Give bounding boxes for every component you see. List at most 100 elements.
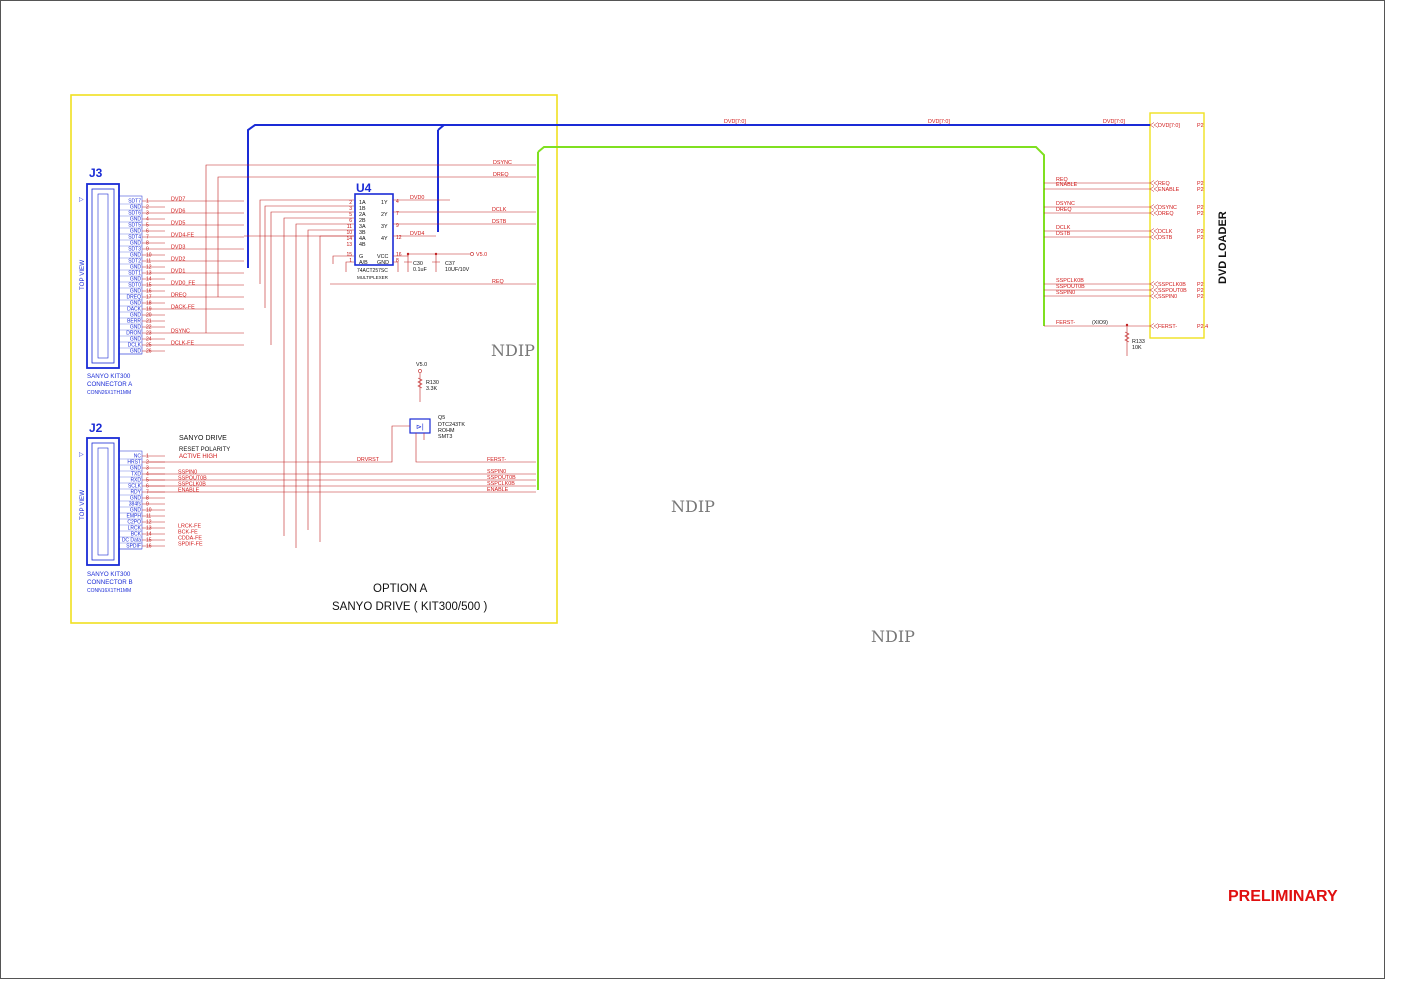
j3-pin-number: 8	[146, 241, 149, 247]
loader-port-page: P2	[1197, 211, 1204, 217]
j3-pin-number: 14	[146, 277, 152, 283]
j3-pin-label: GND	[130, 265, 142, 271]
net-u4-y2: DCLK	[492, 207, 507, 213]
j3-pin-number: 21	[146, 319, 152, 325]
u4-left-pin: 1B	[359, 206, 366, 212]
r133-ref: R133	[1132, 339, 1145, 345]
u4-ctrl-num: 15	[346, 252, 352, 258]
loader-port-label: DSTB	[1158, 235, 1173, 241]
bus-label-1: DVD[7:0]	[724, 119, 746, 125]
j2-pin-label: DC Data	[122, 538, 141, 544]
r130-val: 3.3K	[426, 386, 437, 392]
u4-left-num: 5	[349, 212, 352, 218]
j2-pin-label: RXD	[130, 478, 141, 484]
bus-label-3: DVD[7:0]	[1103, 119, 1125, 125]
q5-ref: Q5	[438, 415, 445, 421]
u4-left-num: 2	[349, 200, 352, 206]
j3-net-label: DVD7	[171, 197, 185, 203]
loader-port-page: P2	[1197, 235, 1204, 241]
u4-right-num: 7	[396, 211, 399, 217]
j3-net-label: DSYNC	[171, 329, 190, 335]
loader-xio: (XIO9)	[1092, 320, 1108, 326]
loader-net-label: DCLK	[1056, 225, 1071, 231]
loader-port-arrow-icon	[1149, 287, 1159, 293]
loader-port-page: P2	[1197, 282, 1204, 288]
j3-pin-label: GND	[130, 349, 142, 355]
loader-net-label: SSPOUT0B	[1056, 284, 1085, 290]
j2-pin-label: EMPH	[127, 514, 142, 520]
j2-ref: J2	[89, 421, 103, 435]
net-req: REQ	[492, 279, 504, 285]
loader-port-label: DVD[7:0]	[1158, 123, 1180, 129]
loader-frame	[1149, 112, 1205, 339]
u4-right-pin: 1Y	[381, 200, 388, 206]
j3-pin-label: GND	[130, 313, 142, 319]
j2-pin-number: 1	[146, 454, 149, 460]
j2-net-label: SSPCLK0B	[178, 482, 206, 488]
loader-port-label: REQ	[1158, 181, 1170, 187]
loader-net-label: SSPCLK0B	[1056, 278, 1084, 284]
j3-net-label: DREQ	[171, 293, 187, 299]
j3-pin-number: 24	[146, 337, 152, 343]
j3-part: CONN26X1TH1MM	[87, 390, 131, 396]
loader-port-arrow-icon	[1149, 210, 1159, 216]
option-a-frame	[70, 94, 558, 624]
net-dsync: DSYNC	[493, 160, 512, 166]
loader-port-arrow-icon	[1149, 180, 1159, 186]
j3-arrow-icon: ▷	[79, 196, 84, 203]
u4-part: 74ACT257SC	[357, 268, 388, 274]
u4-pwr-num: 16	[396, 252, 402, 258]
net-sspclk: SSPCLK0B	[487, 481, 515, 487]
j2-pin-number: 3	[146, 466, 149, 472]
loader-port-arrow-icon	[1149, 204, 1159, 210]
u4-left-num: 6	[349, 218, 352, 224]
q5-symbol-icon: ⊳|	[416, 424, 424, 431]
c37-ref: C37	[445, 261, 455, 267]
j3-pin-number: 9	[146, 247, 149, 253]
j2-pin-number: 15	[146, 538, 152, 544]
c30-val: 0.1uF	[413, 267, 427, 273]
j3-net-label: DVD5	[171, 221, 185, 227]
j3-pin-number: 19	[146, 307, 152, 313]
u4-right-num: 4	[396, 199, 399, 205]
j2-inner	[91, 442, 115, 561]
net-u4-y1: DVD0	[410, 195, 424, 201]
j2-pin-number: 12	[146, 520, 152, 526]
loader-port-arrow-icon	[1149, 186, 1159, 192]
u4-pwr-pin: VCC	[377, 254, 388, 260]
u4-ctrl-pin: A/B	[359, 260, 368, 266]
j2-pin-label: GND	[130, 466, 142, 472]
r130-ref: R130	[426, 380, 439, 386]
net-dreq: DREQ	[493, 172, 509, 178]
loader-port-arrow-icon	[1149, 122, 1159, 128]
j3-net-label: DVD6	[171, 209, 185, 215]
j2-net-label: SPDIF-FE	[178, 542, 203, 548]
u4-body	[354, 193, 394, 266]
j3-slot	[97, 193, 109, 359]
loader-port-label: SSPOUT0B	[1158, 288, 1187, 294]
j3-pin-label: SDT2	[128, 259, 141, 265]
j3-pin-number: 7	[146, 235, 149, 241]
loader-port-page: P2	[1197, 288, 1204, 294]
j3-net-label: DVD3	[171, 245, 185, 251]
loader-port-label: FERST-	[1158, 324, 1177, 330]
j3-pin-number: 22	[146, 325, 152, 331]
loader-port-label: SSPCLK0B	[1158, 282, 1186, 288]
loader-port-page: P2	[1197, 181, 1204, 187]
u4-left-pin: 4A	[359, 236, 366, 242]
j3-ref: J3	[89, 166, 103, 180]
net-u4-y4: DVD4	[410, 231, 424, 237]
j2-name1: SANYO KIT300	[87, 571, 131, 578]
j3-pin-number: 4	[146, 217, 149, 223]
j3-pin-label: SDT4	[128, 235, 141, 241]
j2-pin-number: 4	[146, 472, 149, 478]
loader-net-label: SSPIN0	[1056, 290, 1075, 296]
loader-port-arrow-icon	[1149, 323, 1159, 329]
net-enable: ENABLE	[487, 487, 509, 493]
loader-port-page: P2	[1197, 229, 1204, 235]
j3-pin-number: 20	[146, 313, 152, 319]
u4-left-pin: 3A	[359, 224, 366, 230]
j2-arrow-icon: ▷	[79, 451, 84, 458]
j2-pin-number: 9	[146, 502, 149, 508]
loader-port-arrow-icon	[1149, 228, 1159, 234]
